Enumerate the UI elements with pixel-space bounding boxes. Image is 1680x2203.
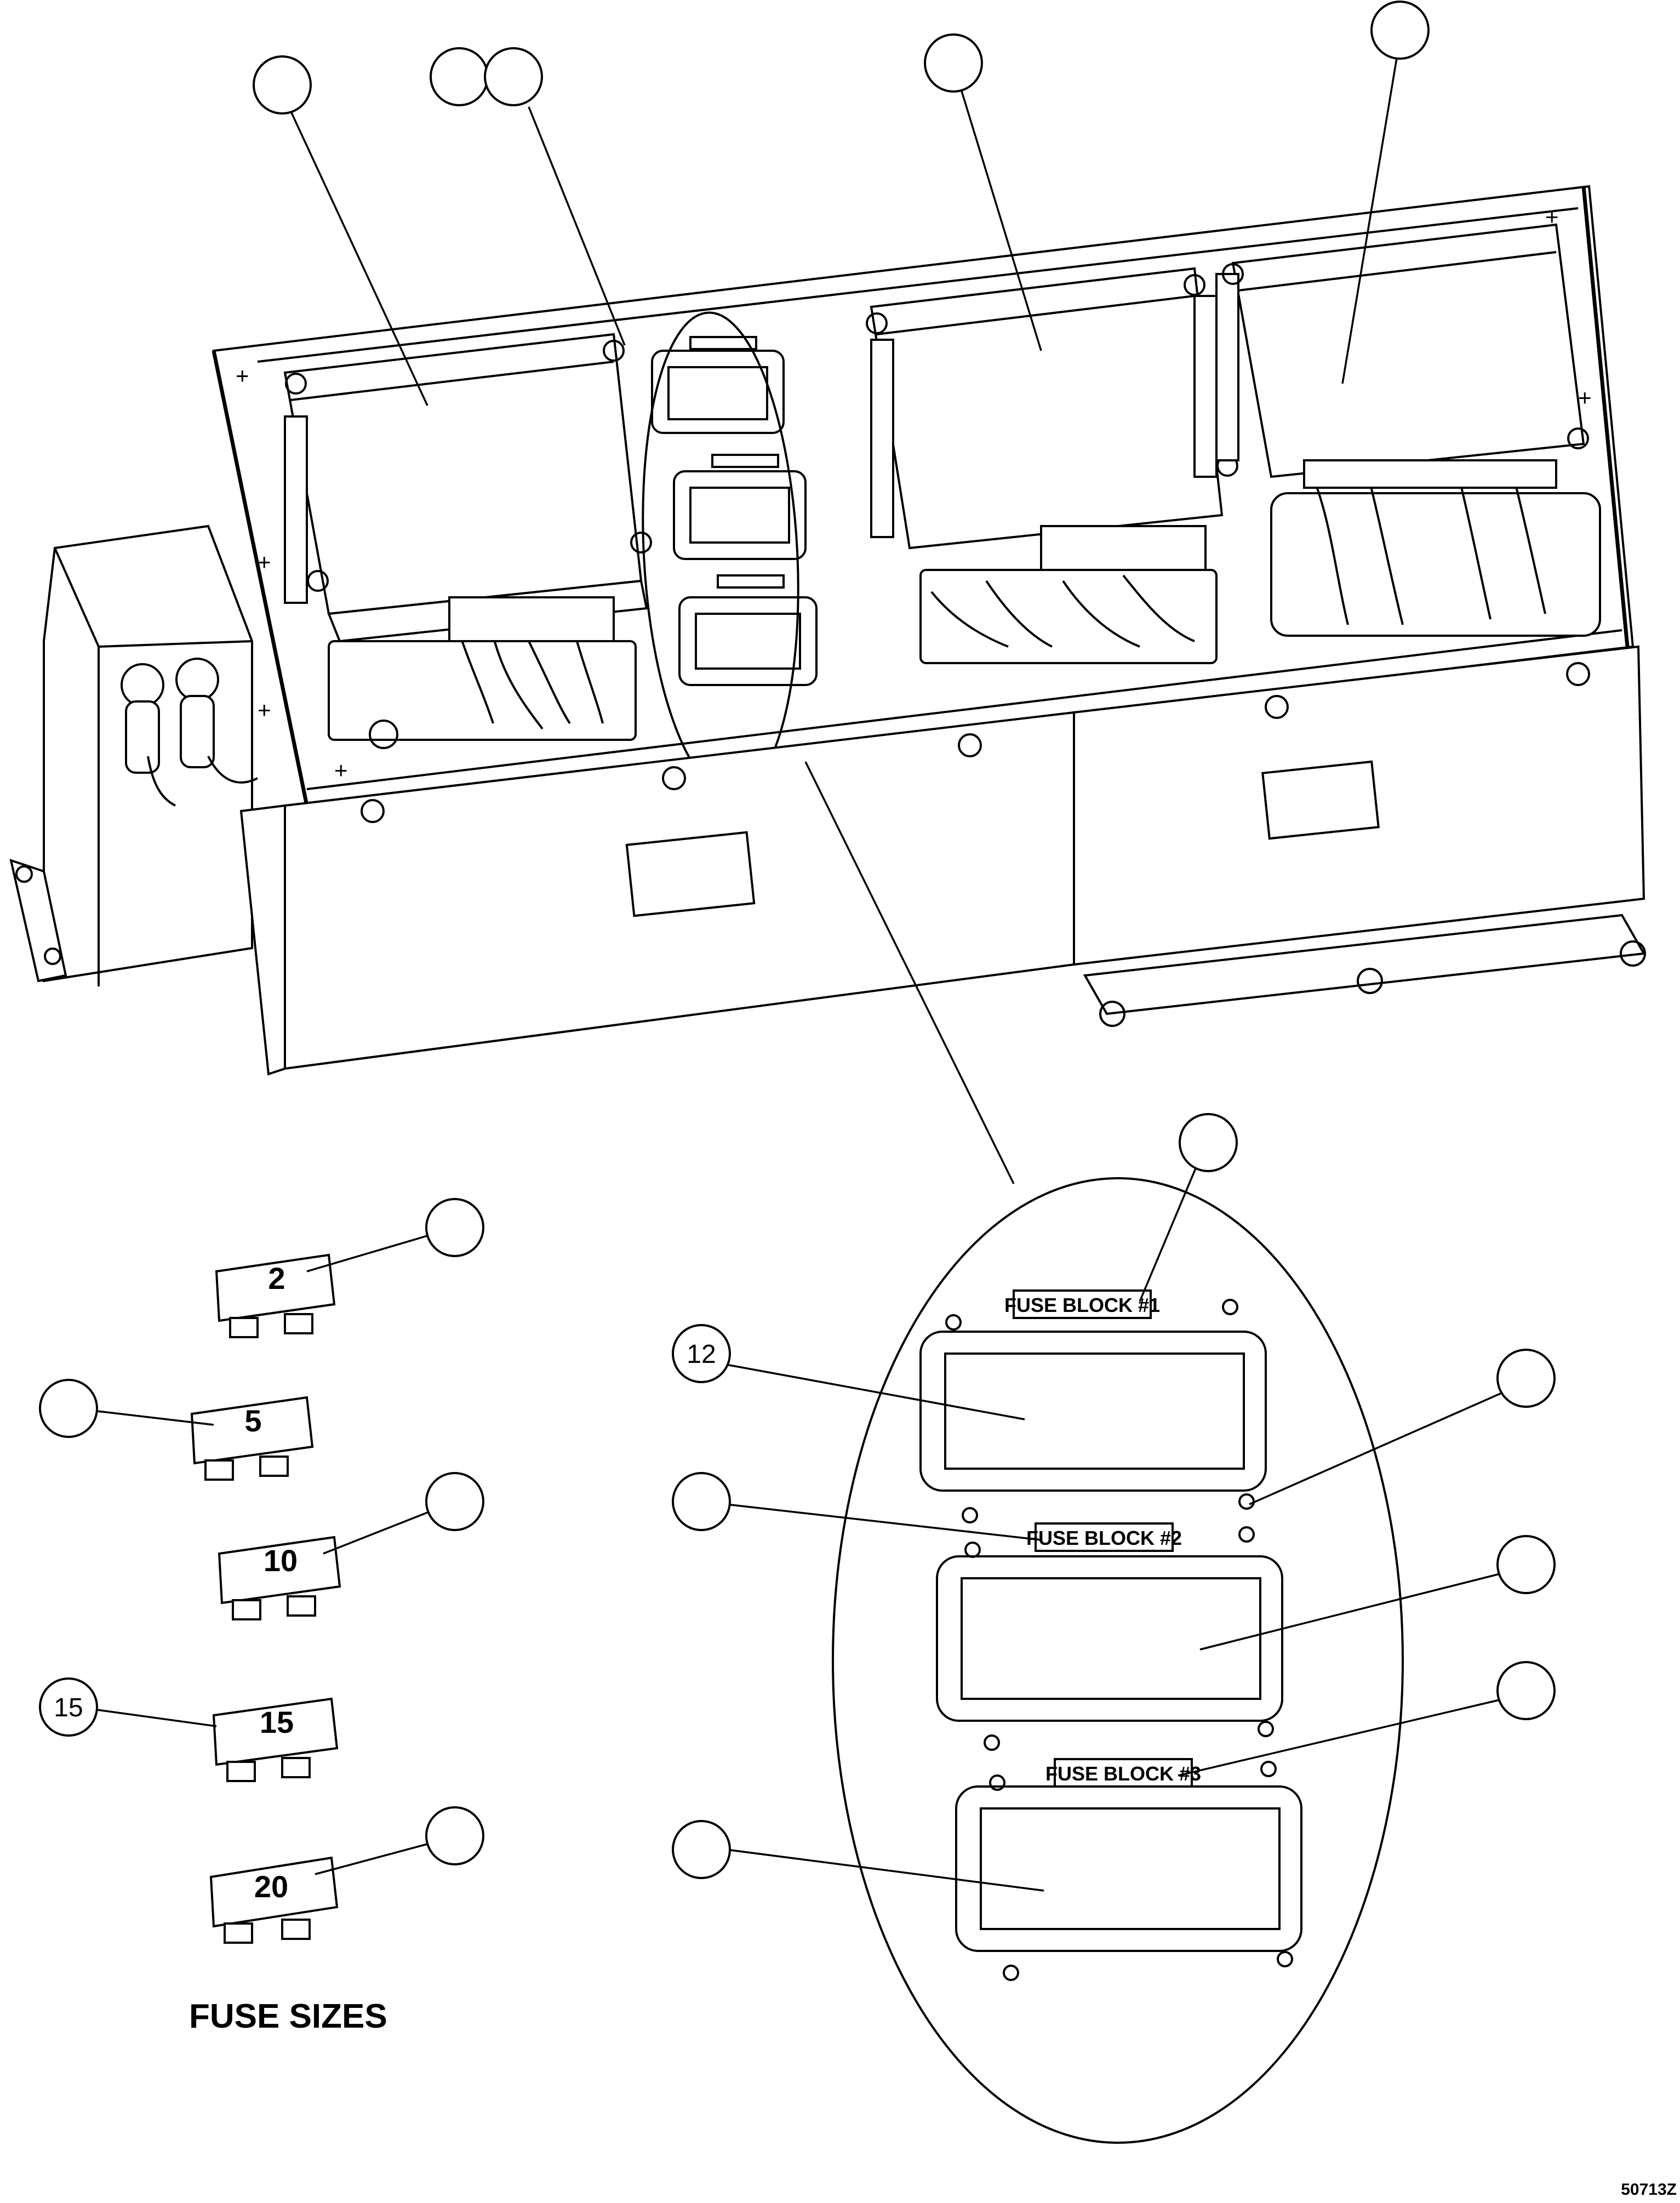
svg-text:+: + [334, 757, 348, 783]
callout-bubble: 12 [672, 1324, 731, 1383]
top-callouts [253, 1, 1430, 115]
callout-bubble [39, 1379, 98, 1438]
lower-cabinets [239, 645, 1646, 1076]
callout-bubble [1496, 1661, 1556, 1720]
callout-bubble [672, 1820, 731, 1879]
module-center [866, 267, 1238, 550]
fuse-block-label: FUSE BLOCK #3 [1045, 1762, 1201, 1785]
fuse-sizes-group: 2 5 10 [39, 1198, 484, 2035]
fuse-block-detail: FUSE BLOCK #1 FUSE BLOCK #2 FUSE BLOCK #… [672, 1113, 1556, 2144]
fuse-rating: 20 [254, 1869, 288, 1904]
fuse-sizes-caption: FUSE SIZES [189, 1997, 387, 2035]
fuse-rating: 2 [268, 1261, 285, 1295]
callout-bubble [1370, 1, 1430, 60]
fuse-2a: 2 [215, 1253, 336, 1338]
svg-text:+: + [1578, 385, 1592, 410]
callout-bubble [924, 33, 983, 93]
callout-bubble [1179, 1113, 1238, 1172]
fuse-block-3: FUSE BLOCK #3 [955, 1758, 1302, 1981]
upper-fuse-blocks [642, 311, 818, 796]
fuse-block-2: FUSE BLOCK #2 [936, 1522, 1283, 1751]
callout-number: 12 [687, 1340, 716, 1369]
callout-bubble [672, 1472, 731, 1531]
fuse-rating: 5 [244, 1403, 261, 1438]
callout-bubble [1496, 1349, 1556, 1408]
fuse-5a: 5 [190, 1396, 314, 1481]
svg-text:+: + [258, 549, 271, 575]
callout-bubble [430, 47, 489, 106]
svg-text:+: + [258, 697, 271, 723]
callout-bubble [425, 1472, 484, 1531]
top-leaders [284, 54, 1398, 1184]
callout-bubble [253, 55, 312, 115]
fuse-20a: 20 [209, 1856, 339, 1944]
side-junction-box [9, 524, 258, 986]
fuse-15a: 15 [212, 1697, 339, 1782]
fuse-rating: 15 [260, 1705, 294, 1739]
callout-number: 15 [54, 1693, 83, 1722]
callout-bubble [425, 1198, 484, 1257]
svg-text:+: + [236, 363, 249, 389]
wiring-harness-areas [328, 459, 1601, 749]
fuse-rating: 10 [264, 1543, 298, 1578]
fuse-block-label: FUSE BLOCK #1 [1004, 1294, 1160, 1316]
module-left [283, 333, 652, 643]
module-right [1215, 223, 1589, 478]
callout-bubble [484, 47, 543, 106]
control-box-assembly: + + + + + + [9, 185, 1646, 1076]
callout-bubble [1496, 1535, 1556, 1594]
callout-bubble [425, 1806, 484, 1865]
fuse-block-label: FUSE BLOCK #2 [1026, 1527, 1182, 1549]
figure-code: 50713Z [1621, 2181, 1677, 2199]
fuse-10a: 10 [218, 1536, 341, 1620]
fuse-block-1: FUSE BLOCK #1 [919, 1289, 1267, 1523]
callout-bubble: 15 [39, 1677, 98, 1737]
